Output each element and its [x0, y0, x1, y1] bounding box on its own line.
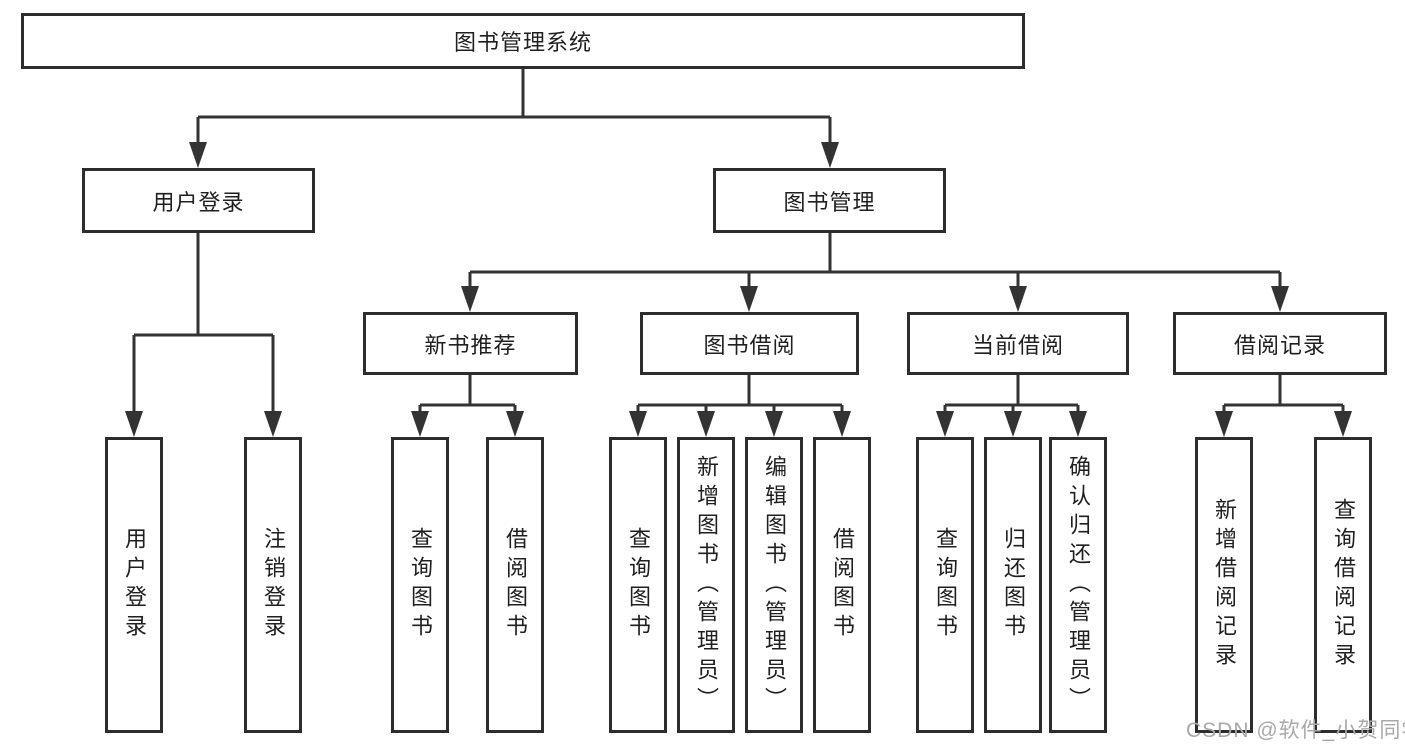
- leaf-edit-books-admin: 编辑图书（管理员）: [745, 437, 803, 733]
- node-book-management: 图书管理: [713, 168, 946, 233]
- node-borrowing-records: 借阅记录: [1173, 312, 1387, 375]
- node-root-system: 图书管理系统: [21, 13, 1025, 69]
- leaf-query-books-3: 查询图书: [916, 437, 974, 733]
- node-current-borrowing: 当前借阅: [907, 312, 1129, 375]
- leaf-query-books-1: 查询图书: [391, 437, 449, 733]
- leaf-add-borrow-record: 新增借阅记录: [1195, 437, 1253, 733]
- arrowheads: [125, 142, 1352, 437]
- node-book-borrowing: 图书借阅: [640, 312, 859, 375]
- node-new-book-recommend: 新书推荐: [363, 312, 578, 375]
- leaf-query-books-2: 查询图书: [609, 437, 667, 733]
- leaf-add-books-admin: 新增图书（管理员）: [677, 437, 735, 733]
- connector-paths: [132, 69, 1345, 412]
- leaf-user-login: 用户登录: [105, 437, 163, 733]
- leaf-return-books: 归还图书: [984, 437, 1042, 733]
- node-user-login: 用户登录: [82, 168, 315, 233]
- leaf-borrow-books-1: 借阅图书: [486, 437, 544, 733]
- csdn-watermark: CSDN @软件_小贺同学: [1186, 719, 1405, 742]
- leaf-borrow-books-2: 借阅图书: [813, 437, 871, 733]
- leaf-logout: 注销登录: [244, 437, 302, 733]
- leaf-query-borrow-record: 查询借阅记录: [1314, 437, 1372, 733]
- leaf-confirm-return-admin: 确认归还（管理员）: [1049, 437, 1107, 733]
